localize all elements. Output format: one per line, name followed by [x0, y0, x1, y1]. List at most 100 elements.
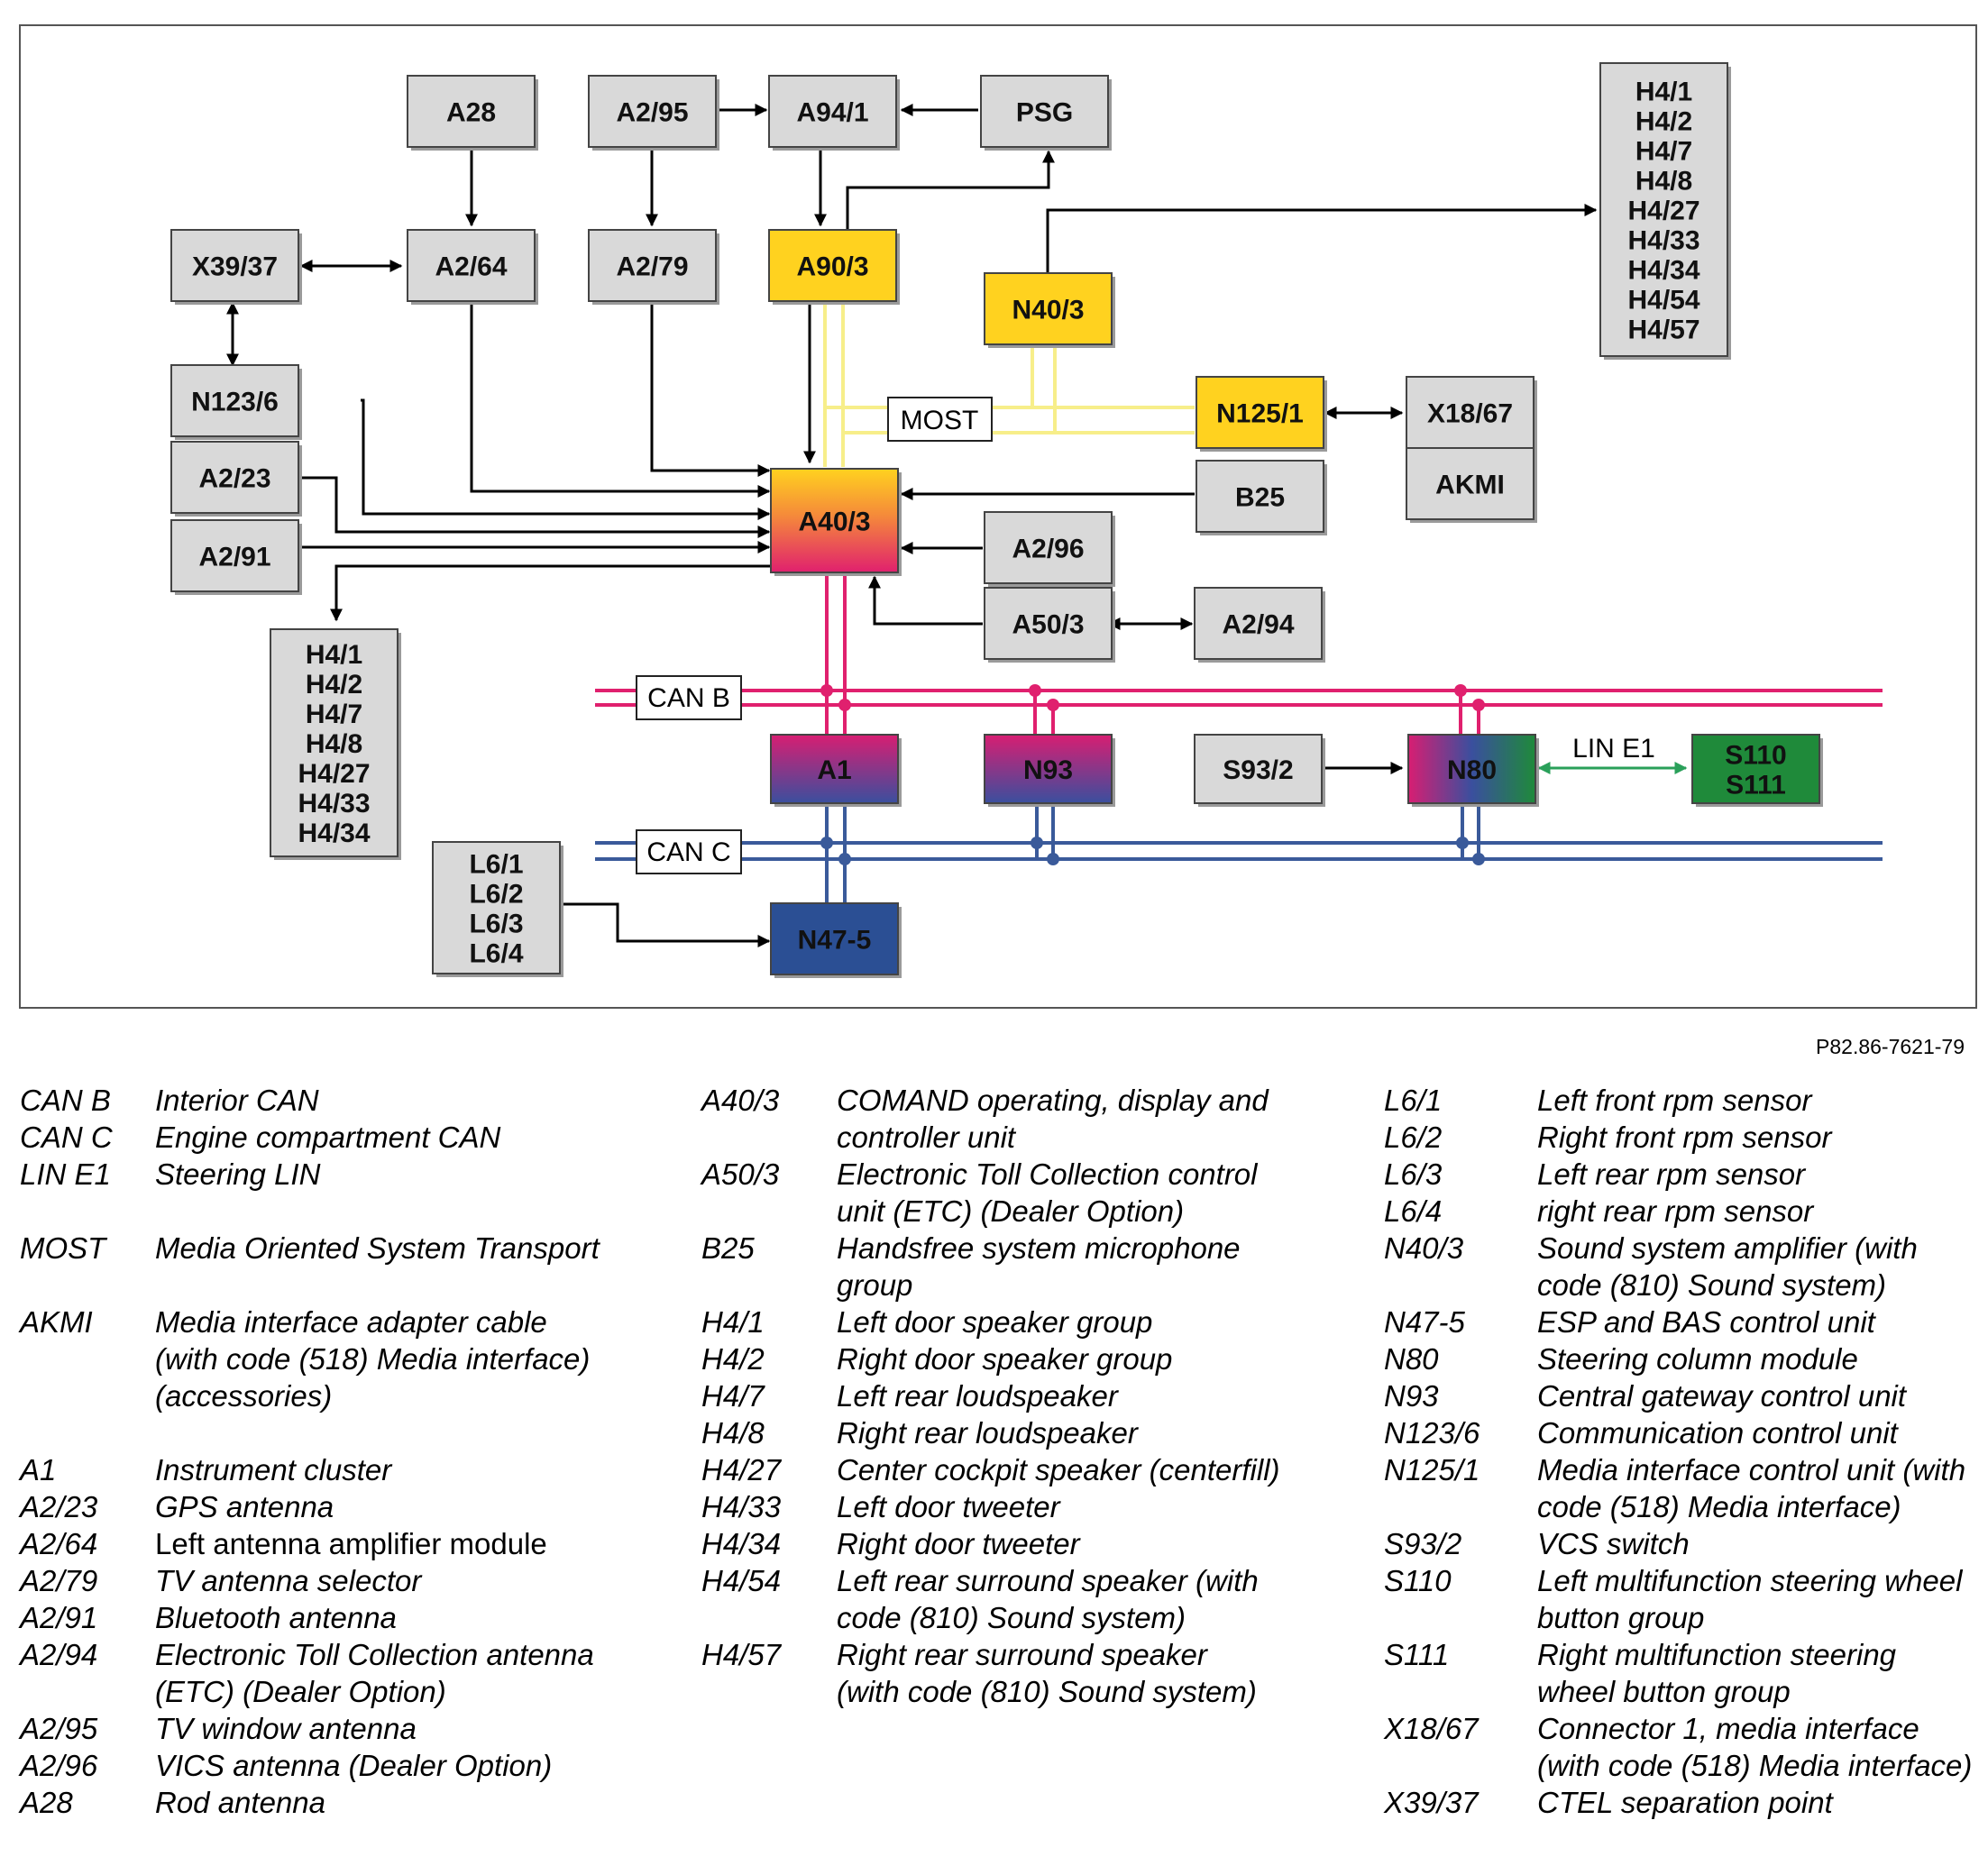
- legend-code: A2/95: [20, 1712, 98, 1745]
- legend-code: L6/2: [1384, 1121, 1443, 1154]
- can-b-junctions: [820, 684, 1485, 711]
- legend-desc: VICS antenna (Dealer Option): [155, 1749, 553, 1782]
- box-n123-6: N123/6: [170, 364, 302, 440]
- box-a2-94: A2/94: [1194, 587, 1325, 663]
- legend-desc: Left multifunction steering wheel button…: [1537, 1564, 1963, 1634]
- legend-desc: Right rear loudspeaker: [837, 1416, 1138, 1450]
- box-label: PSG: [1016, 98, 1073, 128]
- most-label: MOST: [887, 397, 993, 442]
- box-label: X18/67: [1427, 399, 1513, 429]
- box-a2-79: A2/79: [588, 229, 719, 305]
- legend-code: N123/6: [1384, 1416, 1480, 1450]
- legend-code: H4/2: [701, 1342, 765, 1376]
- legend-code: S93/2: [1384, 1527, 1462, 1560]
- most-bus: [823, 299, 1195, 467]
- legend-item: L6/3 Left rear rpm sensor: [1384, 1156, 1988, 1193]
- legend-desc: Right door speaker group: [837, 1342, 1173, 1376]
- legend-desc: Left door speaker group: [837, 1305, 1153, 1339]
- legend-code: N47-5: [1384, 1305, 1465, 1339]
- legend-code: H4/27: [701, 1453, 782, 1486]
- can-c-bus: [595, 802, 1883, 903]
- legend-item: N47-5 ESP and BAS control unit: [1384, 1303, 1988, 1340]
- svg-text:CAN B: CAN B: [647, 683, 730, 713]
- legend-desc: Bluetooth antenna: [155, 1601, 397, 1634]
- box-a2-91: A2/91: [170, 519, 302, 595]
- svg-text:CAN C: CAN C: [646, 837, 730, 867]
- legend-desc: Center cockpit speaker (centerfill): [837, 1453, 1280, 1486]
- legend-desc: Media interface control unit (with code …: [1537, 1453, 1966, 1523]
- legend-code: N125/1: [1384, 1453, 1480, 1486]
- legend-item: MOST Media Oriented System Transport: [20, 1230, 651, 1267]
- box-a2-96: A2/96: [984, 511, 1115, 587]
- box-label: N47-5: [798, 926, 872, 956]
- legend-desc: Left antenna amplifier module: [155, 1527, 547, 1560]
- legend-desc: Sound system amplifier (with code (810) …: [1537, 1231, 1918, 1302]
- legend-code: MOST: [20, 1231, 106, 1265]
- legend-desc: GPS antenna: [155, 1490, 334, 1523]
- legend-code: N40/3: [1384, 1231, 1464, 1265]
- box-label: A50/3: [1012, 610, 1084, 640]
- box-a1: A1: [770, 734, 902, 807]
- box-label: AKMI: [1435, 471, 1505, 500]
- legend-desc: Left door tweeter: [837, 1490, 1060, 1523]
- legend-desc: Rod antenna: [155, 1786, 325, 1819]
- box-label: A1: [817, 755, 851, 785]
- legend-code: B25: [701, 1231, 755, 1265]
- legend-item: H4/33 Left door tweeter: [701, 1488, 1333, 1525]
- box-akmi: AKMI: [1406, 447, 1537, 523]
- legend-code: H4/33: [701, 1490, 782, 1523]
- box-label: A40/3: [798, 508, 870, 537]
- legend-desc: Engine compartment CAN: [155, 1121, 501, 1154]
- legend-code: L6/3: [1384, 1157, 1443, 1191]
- legend-code: A50/3: [701, 1157, 780, 1191]
- legend-desc: Right rear surround speaker (with code (…: [837, 1638, 1257, 1708]
- box-n80: N80: [1407, 734, 1539, 807]
- box-label: X39/37: [192, 252, 278, 282]
- legend-desc: Right door tweeter: [837, 1527, 1080, 1560]
- legend-item: H4/2 Right door speaker group: [701, 1340, 1333, 1377]
- legend-desc: TV antenna selector: [155, 1564, 422, 1597]
- legend-code: A2/94: [20, 1638, 98, 1671]
- figure-reference: P82.86-7621-79: [1816, 1035, 1965, 1058]
- legend-desc: ESP and BAS control unit: [1537, 1305, 1875, 1339]
- legend-code: H4/7: [701, 1379, 765, 1413]
- legend-code: L6/4: [1384, 1194, 1443, 1228]
- legend-desc: COMAND operating, display and controller…: [837, 1084, 1269, 1154]
- box-a94-1: A94/1: [768, 75, 900, 151]
- legend-code: N80: [1384, 1342, 1439, 1376]
- box-a40-3: A40/3: [770, 468, 902, 576]
- box-label: A2/79: [616, 252, 688, 282]
- box-x39-37: X39/37: [170, 229, 302, 305]
- legend-code: X18/67: [1384, 1712, 1479, 1745]
- box-n47-5: N47-5: [770, 902, 902, 978]
- legend-desc: Interior CAN: [155, 1084, 319, 1117]
- legend-desc: Left rear rpm sensor: [1537, 1157, 1806, 1191]
- box-label: N93: [1023, 755, 1073, 785]
- legend-code: H4/54: [701, 1564, 782, 1597]
- legend-desc: Media Oriented System Transport: [155, 1231, 600, 1265]
- box-b25: B25: [1196, 460, 1327, 535]
- svg-text:MOST: MOST: [901, 406, 979, 435]
- box-n93: N93: [984, 734, 1115, 807]
- box-s93-2: S93/2: [1194, 734, 1325, 807]
- box-a50-3: A50/3: [984, 587, 1115, 663]
- legend-desc: Left rear surround speaker (with code (8…: [837, 1564, 1259, 1634]
- legend-desc: Central gateway control unit: [1537, 1379, 1907, 1413]
- legend-desc: Right multifunction steering wheel butto…: [1537, 1638, 1897, 1708]
